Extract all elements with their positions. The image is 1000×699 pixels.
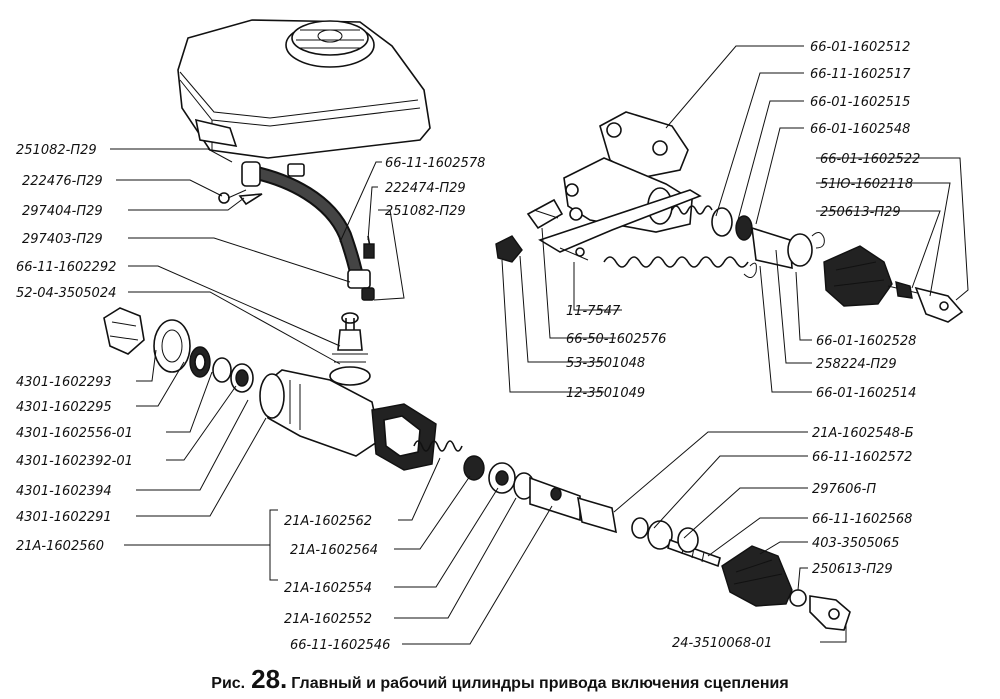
part-label: 66-01-1602548 xyxy=(810,122,910,137)
caption-number: 28. xyxy=(251,664,288,694)
reservoir-tank xyxy=(177,19,431,159)
part-label: 4301-1602291 xyxy=(16,510,112,525)
leader-lines xyxy=(110,45,969,645)
part-label: 222474-П29 xyxy=(385,181,466,196)
part-label: 250613-П29 xyxy=(812,562,893,577)
part-label: 251082-П29 xyxy=(16,143,97,158)
slave-cylinder xyxy=(495,111,964,323)
part-label: 66-01-1602515 xyxy=(810,95,910,110)
part-label: 4301-1602295 xyxy=(16,400,112,415)
part-label: 21А-1602564 xyxy=(290,543,378,558)
part-label: 53-3501048 xyxy=(566,356,645,371)
figure-caption: Рис. 28.Главный и рабочий цилиндры привод… xyxy=(0,664,1000,695)
part-label: 4301-1602394 xyxy=(16,484,112,499)
part-label: 66-01-1602514 xyxy=(816,386,916,401)
part-labels: 251082-П29 222476-П29 297404-П29 297403-… xyxy=(16,40,920,653)
part-label: 12-3501049 xyxy=(566,386,645,401)
part-label: 21А-1602562 xyxy=(284,514,372,529)
part-label: 4301-1602392-01 xyxy=(16,454,133,469)
part-label: 251082-П29 xyxy=(385,204,466,219)
caption-prefix: Рис. xyxy=(211,675,246,692)
part-label: 24-3510068-01 xyxy=(672,636,772,651)
part-label: 66-01-1602512 xyxy=(810,40,910,55)
master-internals xyxy=(413,440,721,568)
part-label: 258224-П29 xyxy=(816,357,897,372)
part-label: 403-3505065 xyxy=(812,536,899,551)
part-label: 297403-П29 xyxy=(22,232,103,247)
part-label: 52-04-3505024 xyxy=(16,286,116,301)
master-cylinder xyxy=(103,307,437,471)
part-label: 222476-П29 xyxy=(22,174,103,189)
part-label: 66-11-1602292 xyxy=(16,260,116,275)
part-label: 66-11-1602578 xyxy=(385,156,485,171)
part-label: 297606-П xyxy=(812,482,876,497)
part-label: 66-11-1602517 xyxy=(810,67,911,82)
part-label: 4301-1602293 xyxy=(16,375,112,390)
caption-title: Главный и рабочий цилиндры привода включ… xyxy=(291,675,789,692)
part-label: 66-50-1602576 xyxy=(566,332,666,347)
part-label: 297404-П29 xyxy=(22,204,103,219)
part-label: 66-11-1602572 xyxy=(812,450,912,465)
part-label: 66-11-1602546 xyxy=(290,638,390,653)
part-label: 66-01-1602528 xyxy=(816,334,916,349)
part-label: 66-01-1602522 xyxy=(820,152,920,167)
part-label: 11-7547 xyxy=(566,304,621,319)
part-label: 21А-1602554 xyxy=(284,581,372,596)
part-label: 51Ю-1602118 xyxy=(820,177,913,192)
part-label: 21А-1602548-Б xyxy=(812,426,914,441)
part-label: 250613-П29 xyxy=(820,205,901,220)
part-label: 21А-1602552 xyxy=(284,612,372,627)
part-label: 21А-1602560 xyxy=(16,539,104,554)
lower-boot-and-clevis xyxy=(721,545,851,631)
reservoir-hose xyxy=(218,161,375,301)
part-label: 66-11-1602568 xyxy=(812,512,912,527)
part-label: 4301-1602556-01 xyxy=(16,426,133,441)
